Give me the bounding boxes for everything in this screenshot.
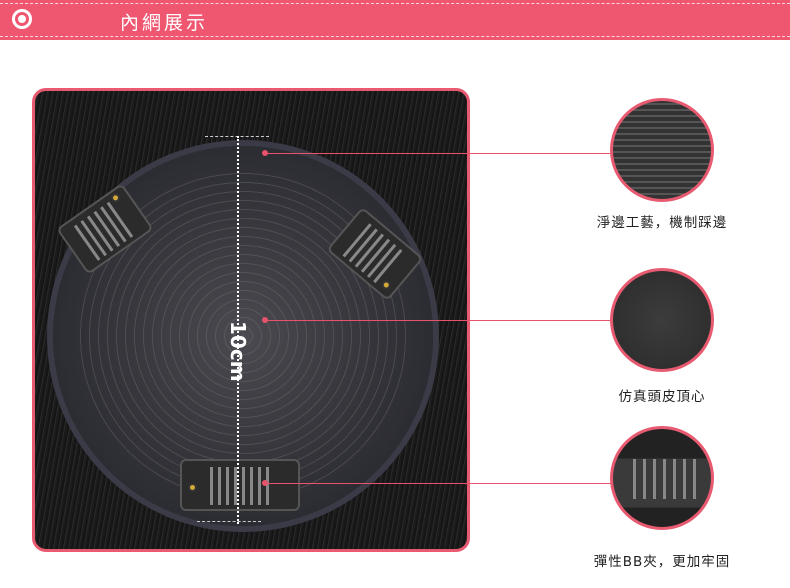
measure-label: 10cm <box>226 321 250 382</box>
measure-line <box>237 136 239 524</box>
header-dashed-border-bottom <box>0 36 790 37</box>
feature-label: 淨邊工藝，機制踩邊 <box>596 215 728 231</box>
measure-tick-bottom <box>197 521 261 522</box>
feature-label: 彈性BB夾，更加牢固 <box>593 554 731 570</box>
feature-label: 仿真頭皮頂心 <box>618 389 706 405</box>
detail-edge-stitching <box>610 98 714 202</box>
callout-line <box>265 153 612 154</box>
section-header: 內網展示 <box>0 0 790 40</box>
detail-bb-clip <box>610 426 714 530</box>
callout-line <box>265 483 612 484</box>
callout-line <box>265 320 612 321</box>
detail-scalp-top <box>610 268 714 372</box>
callout-dot <box>262 150 268 156</box>
callout-dot <box>262 480 268 486</box>
bb-clip <box>180 459 300 511</box>
section-title: 內網展示 <box>120 12 209 34</box>
callout-dot <box>262 317 268 323</box>
target-ring-icon <box>12 9 32 29</box>
header-dashed-border-top <box>0 3 790 4</box>
